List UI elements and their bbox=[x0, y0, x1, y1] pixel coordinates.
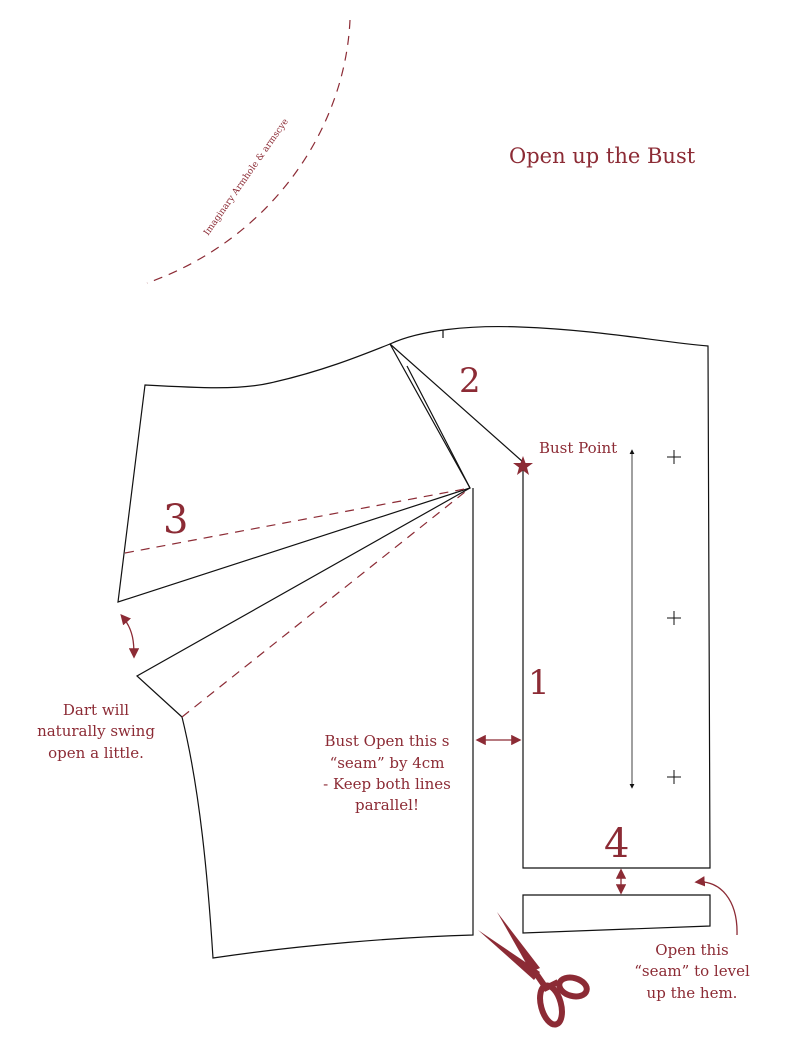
svg-text:“seam” to level: “seam” to level bbox=[634, 962, 750, 980]
page-title: Open up the Bust bbox=[509, 144, 696, 168]
hem-pointer-arrow bbox=[694, 876, 738, 936]
piece-number-4: 4 bbox=[604, 821, 629, 867]
bust-point-star-icon bbox=[513, 456, 533, 475]
bust-note: Bust Open this s “seam” by 4cm - Keep bo… bbox=[323, 732, 451, 814]
svg-text:- Keep both lines: - Keep both lines bbox=[323, 775, 451, 793]
hem-strip bbox=[522, 894, 711, 934]
piece-number-3: 3 bbox=[163, 497, 188, 543]
imaginary-armhole-curve bbox=[146, 19, 351, 284]
svg-text:naturally swing: naturally swing bbox=[37, 722, 155, 740]
hem-note: Open this “seam” to level up the hem. bbox=[634, 941, 750, 1002]
svg-text:Dart will: Dart will bbox=[63, 701, 129, 719]
cross-marks bbox=[667, 450, 681, 784]
svg-text:open a little.: open a little. bbox=[48, 744, 144, 762]
dart-line bbox=[406, 365, 471, 489]
dart-swing-arrow bbox=[120, 614, 140, 659]
dart-note: Dart will naturally swing open a little. bbox=[37, 701, 155, 762]
scissors-icon bbox=[478, 912, 590, 1028]
piece-number-2: 2 bbox=[459, 361, 481, 401]
svg-text:parallel!: parallel! bbox=[355, 796, 419, 814]
svg-text:Bust Open this s: Bust Open this s bbox=[324, 732, 449, 750]
pattern-piece-1 bbox=[388, 325, 711, 869]
svg-text:up the hem.: up the hem. bbox=[647, 984, 738, 1002]
armhole-label: Imaginary Armhole & armscye bbox=[202, 117, 291, 238]
svg-text:“seam” by 4cm: “seam” by 4cm bbox=[330, 754, 445, 772]
dashed-dart-line bbox=[181, 487, 471, 718]
pattern-piece-3 bbox=[117, 343, 471, 603]
bust-point-label: Bust Point bbox=[539, 439, 617, 457]
pattern-piece-lower-left bbox=[135, 487, 474, 959]
svg-text:Open this: Open this bbox=[655, 941, 728, 959]
piece-number-1: 1 bbox=[528, 663, 550, 703]
dashed-dart-line bbox=[124, 487, 471, 554]
